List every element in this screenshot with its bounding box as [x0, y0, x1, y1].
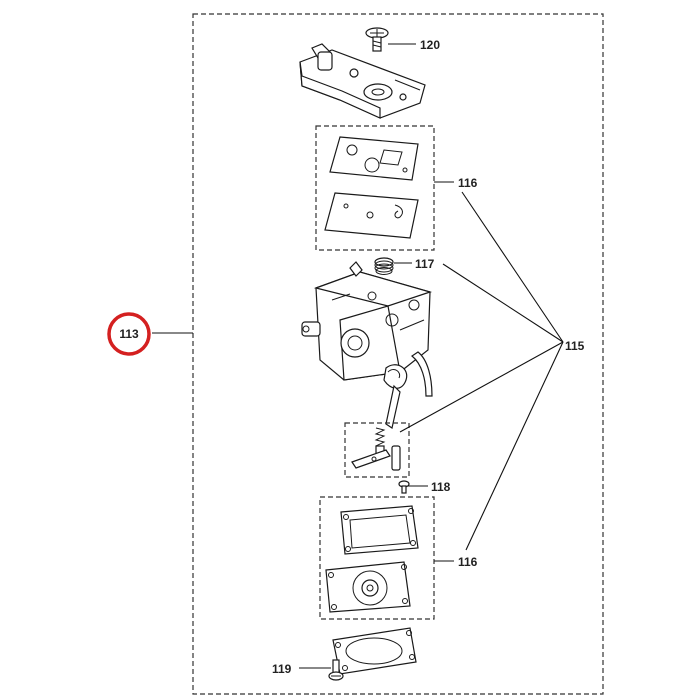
diaphragm-bottom-part	[325, 561, 411, 613]
callout-117: 117	[415, 257, 435, 271]
screw-119-part	[328, 659, 344, 681]
callout-116-top: 116	[458, 176, 478, 190]
pump-cover-part	[299, 43, 426, 119]
screw-118-part	[398, 480, 410, 494]
gasket-top-part	[329, 136, 419, 181]
gasket-bottom-part	[340, 505, 419, 555]
callout-115: 115	[565, 339, 585, 353]
callout-116-bottom: 116	[458, 555, 478, 569]
assembly-highlight-circle	[107, 312, 151, 356]
gasket-group-top-frame	[315, 125, 435, 251]
callout-120: 120	[420, 38, 440, 52]
assembly-frame	[192, 13, 604, 695]
screw-120-part	[365, 27, 389, 52]
carburetor-body-part	[301, 261, 433, 381]
gasket-group-bottom-frame	[319, 496, 435, 620]
diaphragm-top-part	[324, 192, 419, 239]
inlet-needle-part	[351, 427, 401, 471]
leader-115-group	[399, 191, 564, 551]
needle-lever-frame	[344, 422, 410, 478]
callout-113: 113	[119, 327, 139, 341]
throttle-linkage-part	[383, 364, 408, 429]
callout-118: 118	[431, 480, 451, 494]
fuel-pipe-part	[410, 351, 433, 397]
strainer-117-part	[374, 257, 394, 275]
callout-119: 119	[272, 662, 292, 676]
bottom-cover-part	[332, 627, 417, 675]
